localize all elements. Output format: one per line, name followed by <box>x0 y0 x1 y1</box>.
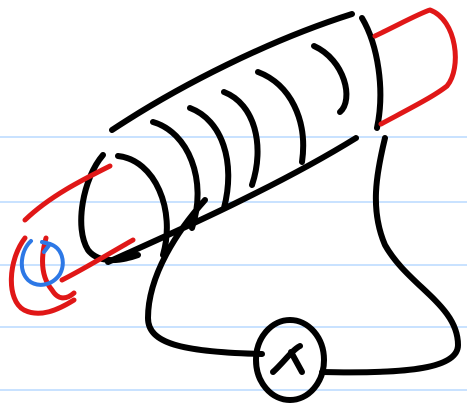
tube-bottom-edge <box>108 138 356 262</box>
galvanometer-needle <box>273 346 302 372</box>
galvanometer-dial <box>256 320 324 400</box>
field-loop-right <box>375 10 455 124</box>
tube-top-edge <box>112 14 352 130</box>
galvanometer <box>256 320 324 400</box>
field-loop-left-top <box>25 166 110 220</box>
right-lead-wire <box>322 138 458 372</box>
winding-5 <box>258 72 303 162</box>
solenoid-tube <box>81 14 380 262</box>
coil-windings <box>118 46 346 255</box>
magnetic-field-loops <box>11 10 455 313</box>
winding-6 <box>314 46 346 112</box>
